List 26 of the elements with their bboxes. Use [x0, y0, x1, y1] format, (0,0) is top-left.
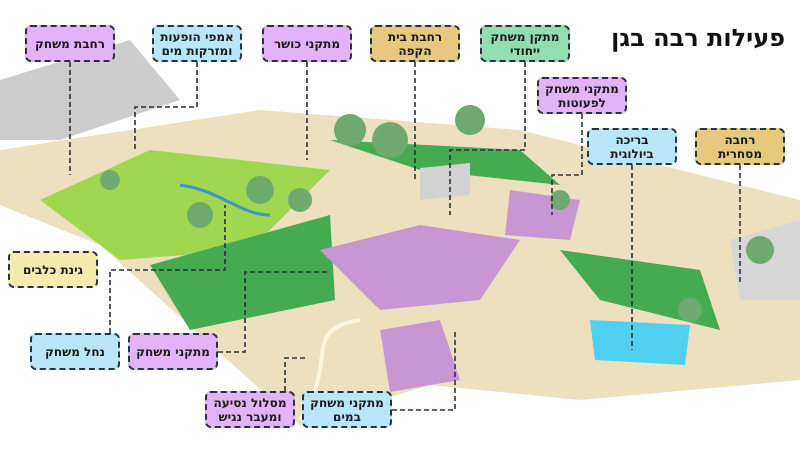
label-box: נחל משחק — [30, 333, 120, 370]
leader-line — [392, 330, 456, 411]
title: פעילות רבה בגן — [611, 24, 785, 52]
leader-line — [449, 62, 526, 215]
label-box: מתקני משחק לפעוטות — [537, 77, 627, 114]
leader-line — [551, 114, 583, 215]
label-box: בריכה ביולוגית — [587, 128, 677, 165]
label-box: רחבת משחק — [25, 25, 115, 62]
leader-line — [109, 205, 226, 333]
leader-line — [306, 62, 308, 160]
label-box: מתקני משחק — [128, 333, 218, 370]
leader-line — [218, 271, 330, 353]
label-box: אמפי הופעות ומזרקות מים — [152, 25, 242, 62]
leader-line — [631, 165, 633, 350]
label-box: גינת כלבים — [8, 251, 98, 288]
label-box: מסלול נסיעה ומעבר נגיש — [205, 391, 295, 428]
leader-line — [69, 62, 71, 175]
label-box: רחבת בית הקפה — [370, 25, 460, 62]
leader-line — [134, 62, 198, 150]
label-box: רחבה מסחרית — [695, 128, 785, 165]
leader-line — [414, 62, 416, 180]
label-box: מתקני כושר — [262, 25, 352, 62]
leader-line — [739, 165, 741, 285]
label-box: מתקני משחק במים — [302, 391, 392, 428]
label-box: מתקן משחק ייחודי — [480, 25, 570, 62]
leader-line — [284, 357, 305, 391]
